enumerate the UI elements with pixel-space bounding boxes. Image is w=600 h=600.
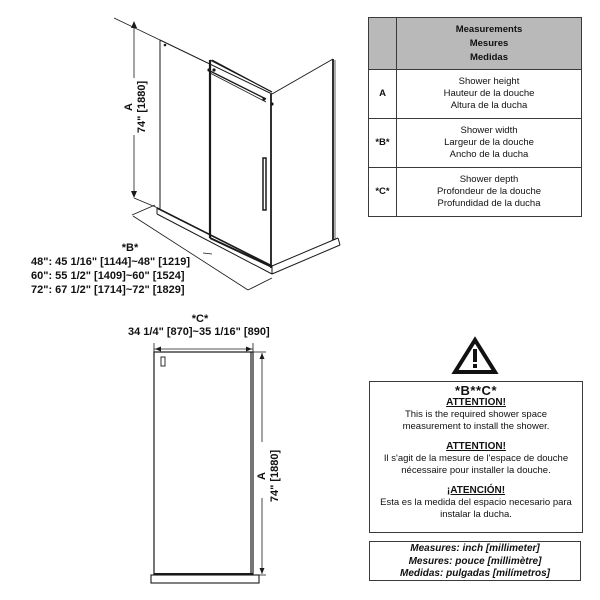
table-header-cell: Measurements Mesures Medidas	[396, 17, 582, 70]
table-desc-a: Shower height Hauteur de la douche Altur…	[396, 69, 582, 119]
attention-text-en-1: This is the required shower space	[404, 409, 548, 420]
side-height-label: A 74" [1880]	[256, 449, 281, 503]
units-fr: Mesures: pouce [millimètre]	[408, 555, 542, 567]
iso-width-row-48: 48": 45 1/16" [1144]~48" [1219]	[31, 256, 191, 268]
attention-text-fr-1: Il s'agit de la mesure de l'espace de do…	[383, 453, 569, 464]
attention-title: *B**C*	[454, 383, 497, 398]
iso-height-label: A 74" [1880]	[123, 80, 148, 134]
attention-heading-en: ATTENTION!	[446, 397, 506, 408]
iso-width-label: *B*	[121, 242, 139, 254]
measurements-table: Measurements Mesures Medidas A Shower he…	[368, 17, 582, 217]
attention-text-es-1: Esta es la medida del espacio necesario …	[380, 497, 572, 508]
table-row-a: A Shower height Hauteur de la douche Alt…	[368, 69, 582, 119]
table-row-b: *B* Shower width Largeur de la douche An…	[368, 118, 582, 168]
units-es: Medidas: pulgadas [milímetros]	[399, 568, 551, 579]
warning-triangle-icon	[451, 336, 499, 374]
attention-box: *B**C* ATTENTION! This is the required s…	[369, 381, 583, 533]
side-elevation-drawing	[150, 343, 266, 584]
units-en: Measures: inch [millimeter]	[410, 543, 540, 554]
attention-heading-fr: ATTENTION!	[446, 441, 506, 452]
table-key-c: *C*	[368, 167, 397, 217]
iso-width-row-60: 60": 55 1/2" [1409]~60" [1524]	[31, 270, 185, 282]
table-header-row: Measurements Mesures Medidas	[368, 17, 582, 70]
table-desc-c: Shower depth Profondeur de la douche Pro…	[396, 167, 582, 217]
table-key-b: *B*	[368, 118, 397, 168]
attention-text-fr-2: nécessaire pour installer la douche.	[401, 465, 551, 476]
table-desc-b: Shower width Largeur de la douche Ancho …	[396, 118, 582, 168]
side-depth-label: *C*	[191, 313, 209, 325]
table-header-key-cell	[368, 17, 397, 70]
iso-width-row-72: 72": 67 1/2" [1714]~72" [1829]	[31, 284, 185, 296]
units-box: Measures: inch [millimeter] Mesures: pou…	[369, 541, 581, 581]
table-row-c: *C* Shower depth Profondeur de la douche…	[368, 167, 582, 217]
attention-heading-es: ¡ATENCIÓN!	[446, 485, 506, 496]
table-key-a: A	[368, 69, 397, 119]
attention-text-es-2: instalar la ducha.	[440, 509, 512, 520]
attention-text-en-2: measurement to install the shower.	[402, 421, 550, 432]
side-depth-value: 34 1/4" [870]~35 1/16" [890]	[128, 326, 270, 338]
